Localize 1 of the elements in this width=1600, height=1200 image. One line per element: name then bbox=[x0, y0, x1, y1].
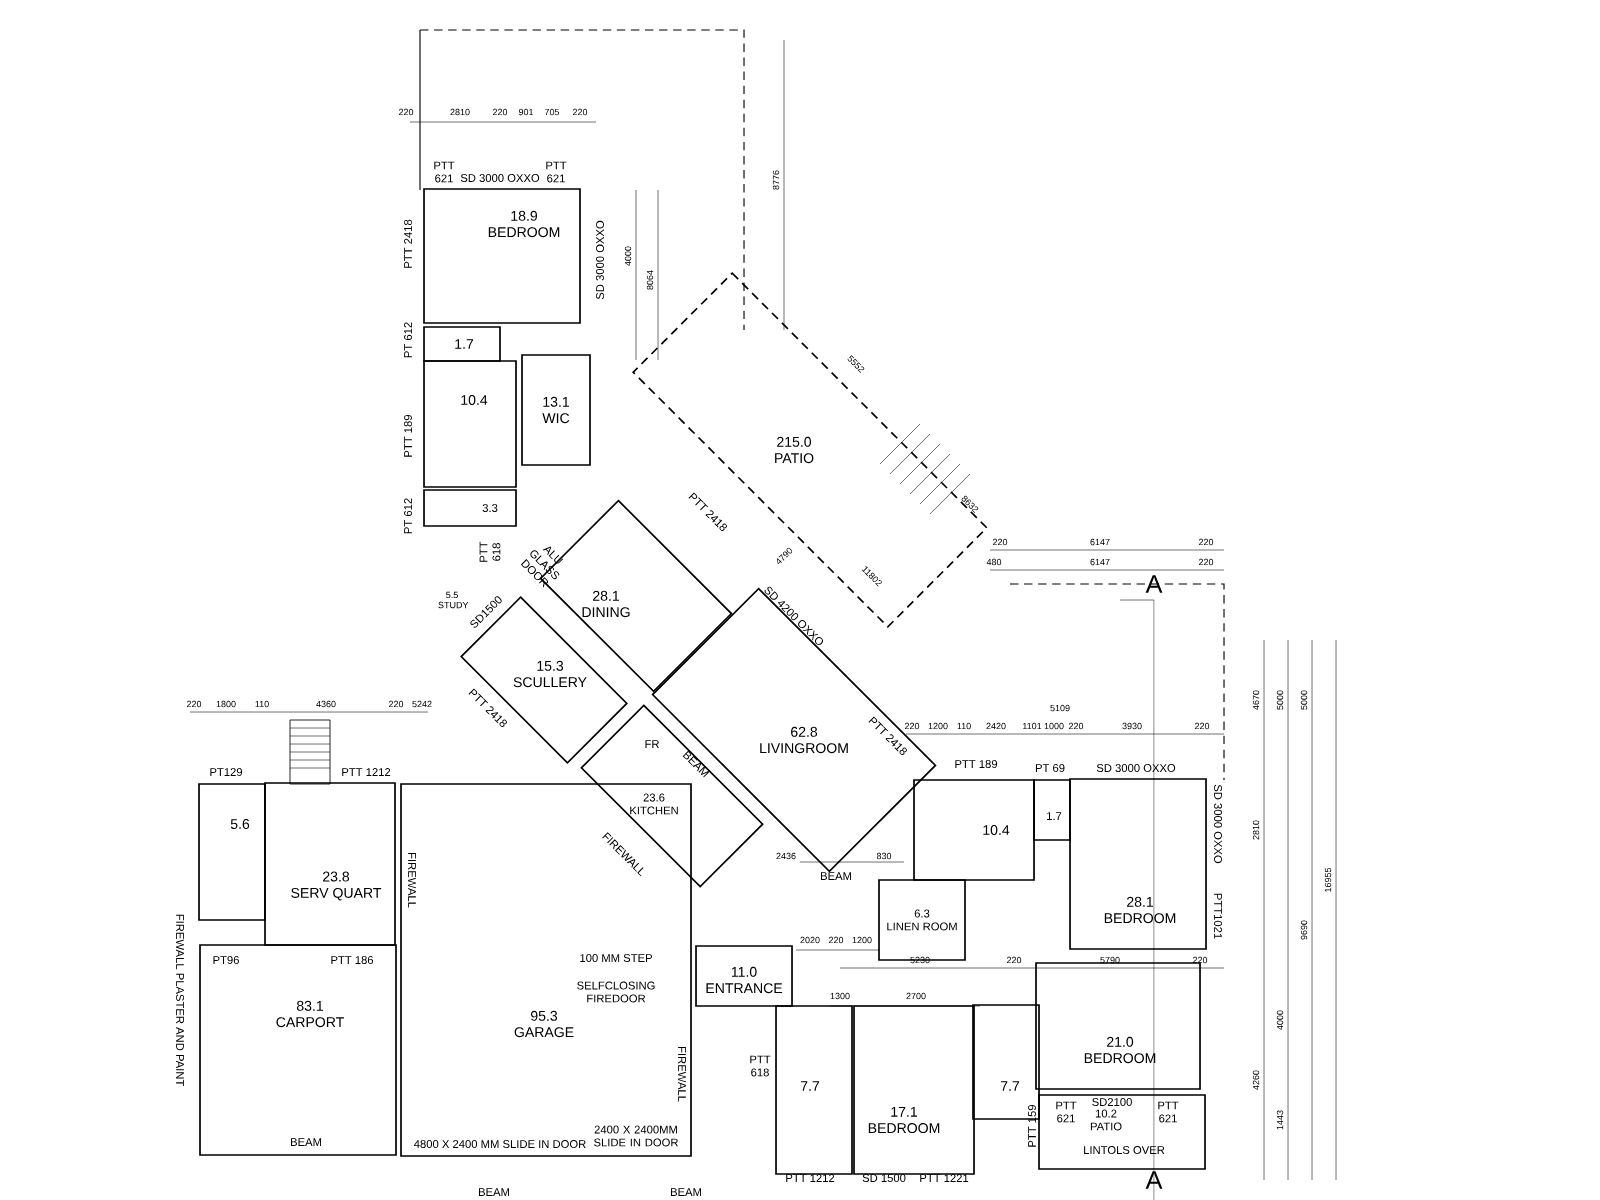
section-marker: A bbox=[1145, 575, 1163, 593]
